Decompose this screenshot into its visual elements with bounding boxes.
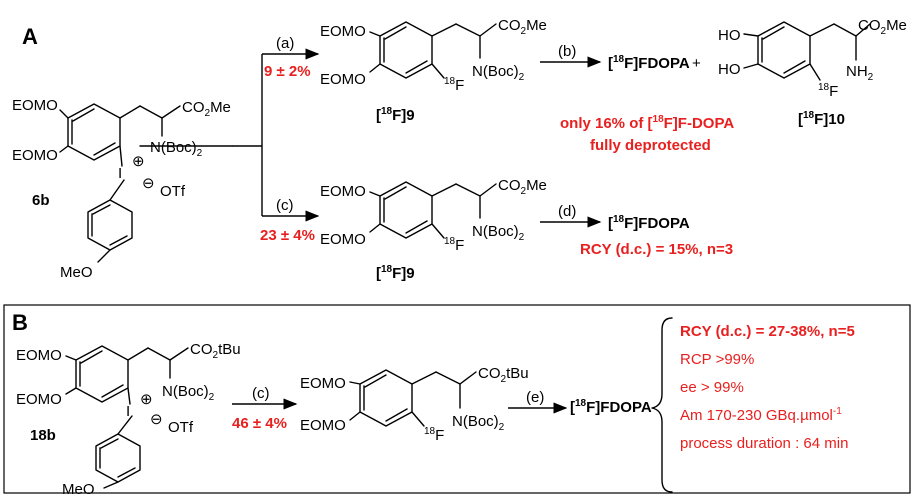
int-a-eomo-top: EOMO xyxy=(320,23,366,40)
sm-a-plus-charge: ⊕ xyxy=(132,153,145,170)
int-a2-eomo-top: EOMO xyxy=(320,183,366,200)
step-c-b-label: (c) xyxy=(252,385,270,402)
int-a-18f: 18F xyxy=(444,76,464,94)
rcy-panel-a: RCY (d.c.) = 15%, n=3 xyxy=(580,241,733,258)
sm-a-eomo-bot: EOMO xyxy=(12,147,58,164)
side-co2me: CO2Me xyxy=(858,17,907,37)
result-am: Am 170-230 GBq.µmol-1 xyxy=(680,406,842,424)
sm-a-meo: MeO xyxy=(60,264,93,281)
panel-b-frame xyxy=(3,304,911,494)
sm-b-meo: MeO xyxy=(62,481,95,497)
yield-c-a: 23 ± 4% xyxy=(260,227,315,244)
compound-18b: EOMO EOMO CO2tBu N(Boc)2 I ⊕ ⊖ OTf MeO 1… xyxy=(16,341,241,497)
int-b-18f: 18F xyxy=(424,426,444,444)
intermediate-panel-b: EOMO EOMO CO2tBu N(Boc)2 18F xyxy=(300,365,529,444)
sm-b-iodine: I xyxy=(126,403,130,420)
step-b-label: (b) xyxy=(558,43,576,60)
compound-6b: EOMO EOMO CO2Me N(Boc)2 I ⊕ ⊖ OTf MeO 6b xyxy=(12,97,233,281)
sm-a-label-6b: 6b xyxy=(32,192,50,209)
int-a-label-9: [18F]9 xyxy=(376,106,415,124)
result-rcy: RCY (d.c.) = 27-38%, n=5 xyxy=(680,323,855,340)
sm-a-iodine: I xyxy=(118,165,122,182)
intermediate-9-bottom: EOMO EOMO CO2Me N(Boc)2 18F [18F]9 xyxy=(320,177,547,282)
sm-b-eomo-top: EOMO xyxy=(16,347,62,364)
int-b-co2tbu: CO2tBu xyxy=(478,365,529,385)
yield-a: 9 ± 2% xyxy=(264,63,311,80)
step-e-label: (e) xyxy=(526,389,544,406)
step-d-label: (d) xyxy=(558,203,576,220)
sm-b-eomo-bot: EOMO xyxy=(16,391,62,408)
note-fully-deprotected: fully deprotected xyxy=(590,137,711,154)
int-a2-nboc: N(Boc)2 xyxy=(472,223,525,243)
sm-a-nboc: N(Boc)2 xyxy=(150,139,203,159)
result-duration: process duration : 64 min xyxy=(680,435,848,452)
sm-b-nboc: N(Boc)2 xyxy=(162,383,215,403)
results-brace xyxy=(651,317,673,493)
sm-b-label-18b: 18b xyxy=(30,427,56,444)
step-a-label: (a) xyxy=(276,35,294,52)
result-rcp: RCP >99% xyxy=(680,351,754,368)
product-fdopa-top: [18F]FDOPA xyxy=(608,54,690,72)
int-b-eomo-top: EOMO xyxy=(300,375,346,392)
yield-c-b: 46 ± 4% xyxy=(232,415,287,432)
int-b-eomo-bot: EOMO xyxy=(300,417,346,434)
sm-a-minus-charge: ⊖ xyxy=(142,175,155,192)
sm-a-co2me: CO2Me xyxy=(182,99,231,119)
step-c-label: (c) xyxy=(276,197,294,214)
intermediate-9-top: EOMO EOMO CO2Me N(Boc)2 18F [18F]9 xyxy=(320,17,547,124)
side-ho-top: HO xyxy=(718,27,741,44)
side-product-10: HO HO CO2Me NH2 18F [18F]10 xyxy=(718,17,907,128)
side-label-10: [18F]10 xyxy=(798,110,845,128)
int-a-eomo-bot: EOMO xyxy=(320,71,366,88)
result-ee: ee > 99% xyxy=(680,379,744,396)
sm-b-plus-charge: ⊕ xyxy=(140,391,153,408)
int-a2-eomo-bot: EOMO xyxy=(320,231,366,248)
sm-b-otf: OTf xyxy=(168,419,194,436)
panel-a-label: A xyxy=(22,24,38,49)
plus-sign: + xyxy=(692,55,701,72)
sm-a-otf: OTf xyxy=(160,183,186,200)
product-fdopa-bottom: [18F]FDOPA xyxy=(608,214,690,232)
side-ho-bot: HO xyxy=(718,61,741,78)
int-a2-co2me: CO2Me xyxy=(498,177,547,197)
int-a2-label-9: [18F]9 xyxy=(376,264,415,282)
int-b-nboc: N(Boc)2 xyxy=(452,413,505,433)
side-18f: 18F xyxy=(818,82,838,100)
product-fdopa-b: [18F]FDOPA xyxy=(570,398,652,416)
note-partial-deprotection: only 16% of [18F]F-DOPA xyxy=(560,114,734,132)
int-a-nboc: N(Boc)2 xyxy=(472,63,525,83)
side-nh2: NH2 xyxy=(846,63,874,83)
int-a2-18f: 18F xyxy=(444,236,464,254)
int-a-co2me: CO2Me xyxy=(498,17,547,37)
sm-b-minus-charge: ⊖ xyxy=(150,411,163,428)
sm-b-co2tbu: CO2tBu xyxy=(190,341,241,361)
sm-a-eomo-top: EOMO xyxy=(12,97,58,114)
panel-b-label: B xyxy=(12,310,28,335)
